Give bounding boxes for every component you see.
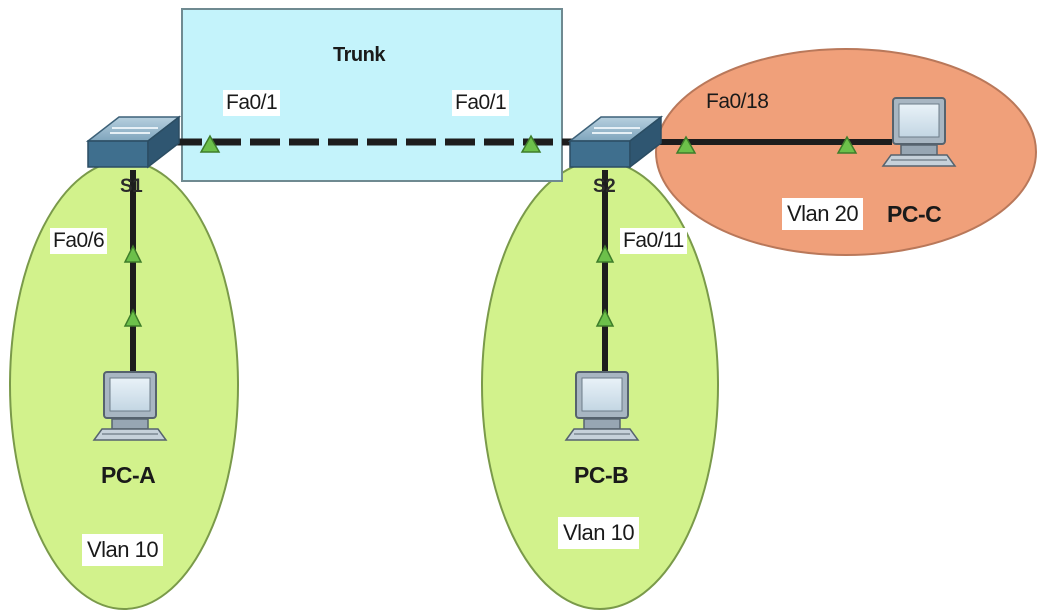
port-label-s2-fa018: Fa0/18 — [706, 90, 769, 113]
pc-c-computer-icon[interactable] — [881, 97, 957, 167]
pc-c-label: PC-C — [887, 201, 942, 227]
s2-fa011-link-led — [595, 244, 615, 263]
vlan-label-pca: Vlan 10 — [82, 534, 164, 566]
switch-s1-label: S1 — [120, 176, 143, 197]
pc-a-computer-icon[interactable] — [92, 371, 168, 441]
trunk-s2-link-led — [520, 134, 542, 153]
s1-fa06-link-led — [123, 244, 143, 263]
pcc-link-led — [836, 135, 858, 154]
switch-s1-icon[interactable] — [85, 115, 182, 169]
port-label-s1-fa01: Fa0/1 — [223, 90, 281, 116]
trunk-label: Trunk — [333, 44, 385, 66]
pc-b-computer-icon[interactable] — [564, 371, 640, 441]
switch-s2-icon[interactable] — [567, 115, 664, 169]
pc-a-label: PC-A — [101, 462, 156, 488]
vlan-label-pcb: Vlan 10 — [558, 517, 640, 549]
switch-s2-label: S2 — [593, 176, 616, 197]
port-label-s2-fa01: Fa0/1 — [452, 90, 510, 116]
pcb-link-led — [595, 308, 615, 327]
pca-link-led — [123, 308, 143, 327]
port-label-s2-fa011: Fa0/11 — [620, 228, 687, 254]
port-label-s1-fa06: Fa0/6 — [50, 228, 108, 254]
vlan-label-pcc: Vlan 20 — [782, 198, 864, 230]
trunk-s1-link-led — [199, 134, 221, 153]
s2-fa018-link-led — [675, 135, 697, 154]
pc-b-label: PC-B — [574, 462, 629, 488]
